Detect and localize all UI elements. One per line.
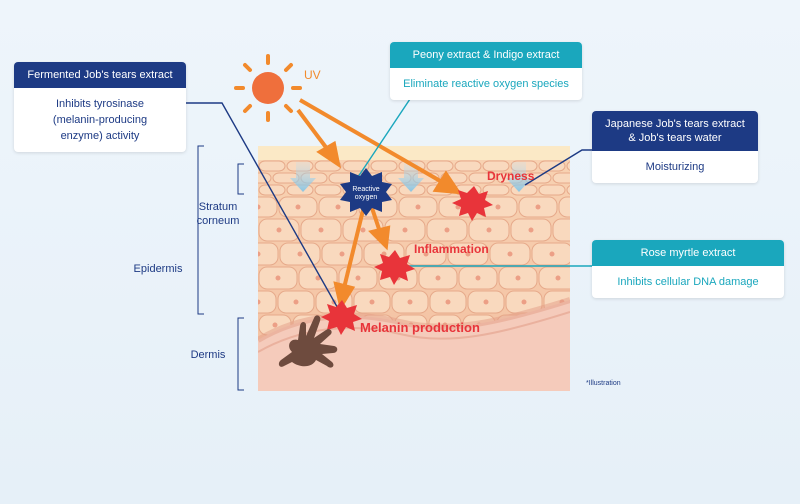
skin-cell [258, 196, 278, 218]
reactive-oxygen-line1: Reactive [352, 186, 380, 193]
dermis-label: Dermis [190, 349, 226, 361]
callout-peony-indigo: Peony extract & Indigo extract Eliminate… [390, 42, 582, 100]
skin-cell [426, 160, 454, 172]
cell-nucleus [483, 299, 489, 305]
cell-nucleus [521, 299, 527, 305]
epidermis-label: Epidermis [133, 263, 183, 275]
cell-nucleus [318, 227, 324, 233]
skin-cell [258, 184, 286, 196]
skin-cell [558, 196, 570, 218]
skin-cell [370, 160, 398, 172]
cell-nucleus [335, 204, 341, 210]
skin-cell [314, 184, 342, 196]
cell-nucleus [495, 204, 501, 210]
skin-cell [552, 172, 570, 184]
skin-cell [538, 160, 566, 172]
cell-nucleus [579, 323, 584, 328]
dryness-label: Dryness [487, 169, 535, 183]
callout-body: Inhibits cellular DNA damage [617, 276, 759, 288]
callout-title: Fermented Job's tears extract [14, 62, 186, 88]
cell-nucleus [272, 322, 278, 328]
cell-nucleus [444, 227, 450, 233]
callout-japanese-jobs-tears: Japanese Job's tears extract & Job's tea… [592, 111, 758, 183]
melanin-production-label: Melanin production [360, 320, 480, 335]
skin-cell [482, 184, 510, 196]
skin-cell [454, 160, 482, 172]
cell-nucleus [535, 204, 541, 210]
callout-body: Eliminate reactive oxygen species [403, 78, 569, 90]
cell-nucleus [297, 251, 303, 257]
cell-nucleus [315, 275, 321, 281]
sun-icon [234, 54, 302, 122]
stratum-line2: corneum [196, 215, 240, 227]
cell-nucleus [258, 251, 261, 257]
reactive-oxygen-line2: oxygen [354, 194, 378, 201]
cell-nucleus [555, 275, 561, 281]
inflammation-burst-icon [374, 250, 415, 285]
layer-brackets [197, 145, 244, 391]
skin-cell [538, 266, 570, 290]
reactive-oxygen-icon [340, 168, 392, 216]
callout-body: Inhibits tyrosinase (melanin-producing e… [52, 98, 148, 142]
skin-cell [538, 184, 566, 196]
cell-nucleus [576, 205, 581, 210]
uv-label: UV [304, 68, 321, 82]
cell-nucleus [360, 227, 366, 233]
skin-cell [258, 290, 277, 314]
skin-cell [342, 160, 370, 172]
cell-nucleus [258, 299, 261, 305]
callout-title: Rose myrtle extract [592, 240, 784, 266]
stratum-corneum-label: Stratum corneum [188, 200, 248, 228]
cell-nucleus [339, 251, 345, 257]
cell-nucleus [435, 275, 441, 281]
cell-nucleus [275, 275, 281, 281]
skin-cell [566, 161, 570, 171]
skin-cell [552, 218, 570, 242]
callout-body: Moisturizing [645, 161, 705, 173]
cell-nucleus [415, 204, 421, 210]
cell-nucleus [402, 227, 408, 233]
cell-nucleus [355, 275, 361, 281]
cell-nucleus [465, 251, 471, 257]
illustration-note: *Illustration [586, 380, 621, 387]
cell-nucleus [369, 299, 375, 305]
cell-nucleus [549, 251, 555, 257]
callout-title-line1: Japanese Job's tears extract [605, 118, 745, 130]
skin-cell [566, 185, 570, 195]
cell-nucleus [423, 251, 429, 257]
melanin-burst-icon [321, 300, 362, 335]
cell-nucleus [528, 227, 534, 233]
melanocyte-icon [278, 315, 338, 368]
cell-nucleus [295, 204, 301, 210]
inflammation-label: Inflammation [414, 242, 489, 256]
skin-cell [482, 160, 510, 172]
cell-nucleus [507, 251, 513, 257]
cell-nucleus [571, 228, 576, 233]
callout-title: Peony extract & Indigo extract [390, 42, 582, 68]
callout-rose-myrtle: Rose myrtle extract Inhibits cellular DN… [592, 240, 784, 298]
cell-nucleus [475, 275, 481, 281]
cell-nucleus [445, 299, 451, 305]
skin-surface [258, 146, 570, 160]
stratum-line1: Stratum [198, 201, 238, 213]
cell-nucleus [407, 299, 413, 305]
skin-cell [258, 242, 279, 266]
uv-arrows [296, 98, 462, 312]
callout-title-line2: & Job's tears water [628, 132, 722, 144]
callout-title: Japanese Job's tears extract & Job's tea… [592, 111, 758, 151]
cell-nucleus [515, 275, 521, 281]
skin-cells [258, 160, 584, 336]
callout-fermented-jobs-tears: Fermented Job's tears extract Inhibits t… [14, 62, 186, 152]
skin-cell [468, 172, 496, 184]
dryness-burst-icon [452, 186, 493, 221]
cell-nucleus [276, 227, 282, 233]
cell-nucleus [293, 299, 299, 305]
cell-nucleus [486, 227, 492, 233]
cell-nucleus [258, 204, 261, 210]
skin-cell [258, 160, 286, 172]
reactive-oxygen-label: Reactive oxygen [346, 186, 386, 202]
